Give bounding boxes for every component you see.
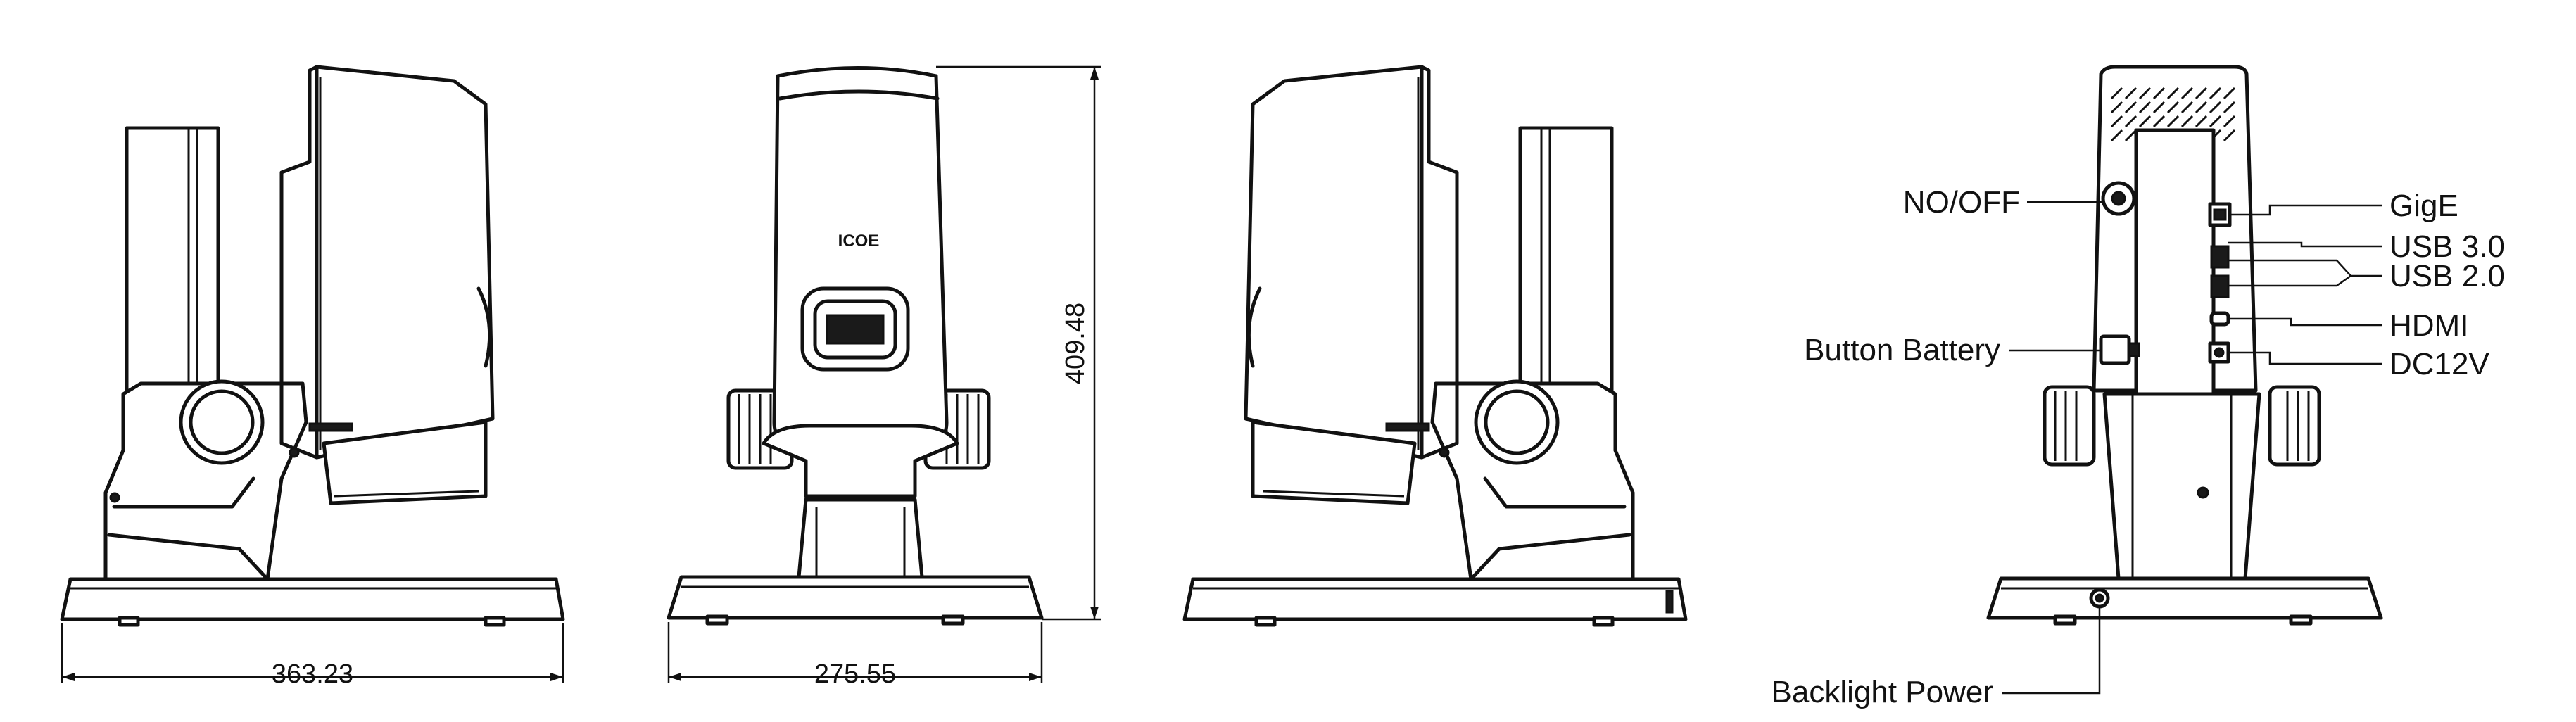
- callouts: NO/OFF Button Battery Backlight Power Gi…: [1772, 185, 2505, 709]
- right-side-view: [1182, 65, 1688, 627]
- callout-usb3: USB 3.0: [2389, 229, 2505, 264]
- dimension-front-width-label: 275.55: [814, 659, 896, 689]
- hdmi-port: [2209, 311, 2230, 327]
- callout-dc12v: DC12V: [2389, 347, 2489, 381]
- left-side-view: [60, 65, 565, 627]
- usb3-port: [2210, 245, 2230, 269]
- callout-gige: GigE: [2389, 189, 2458, 223]
- dimension-front-width: 275.55: [667, 622, 1043, 689]
- callout-usb2: USB 2.0: [2389, 259, 2505, 293]
- callout-no-off: NO/OFF: [1903, 185, 2020, 220]
- callout-backlight-power: Backlight Power: [1772, 675, 1993, 709]
- button-battery: [2099, 334, 2131, 365]
- callout-button-battery: Button Battery: [1804, 333, 2000, 367]
- rear-view: [1986, 65, 2383, 626]
- usb2-port: [2210, 274, 2230, 298]
- front-view: ICOE: [667, 66, 1044, 626]
- dimension-height-label: 409.48: [1061, 303, 1090, 384]
- dimension-side-width-label: 363.23: [272, 659, 353, 689]
- dimension-side-width: 363.23: [61, 623, 564, 689]
- dimension-height: 409.48: [936, 65, 1101, 621]
- callout-hdmi: HDMI: [2389, 308, 2468, 343]
- front-brand-label: ICOE: [838, 232, 880, 251]
